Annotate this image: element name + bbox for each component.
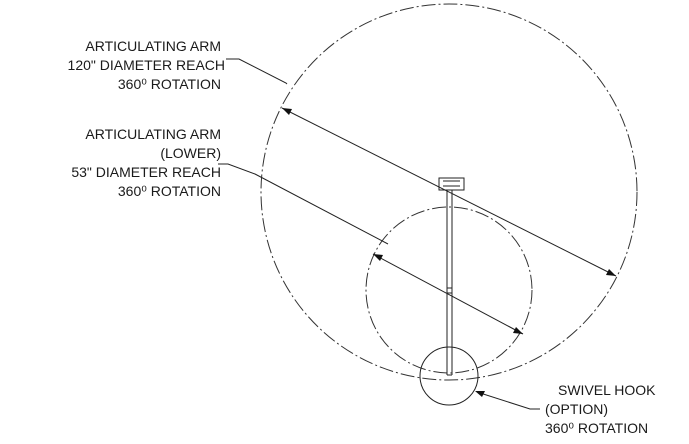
upper-arm-title: ARTICULATING ARM <box>85 38 221 54</box>
upper-arm-rotation: 360⁰ ROTATION <box>118 76 221 92</box>
arm-column <box>446 190 453 376</box>
swivel-hook-rotation: 360⁰ ROTATION <box>545 420 648 436</box>
upper-arm-reach-circle <box>260 3 638 381</box>
lower-arm-rotation: 360⁰ ROTATION <box>118 183 221 199</box>
lower-arm-leader <box>218 163 389 245</box>
lower-arm-callout: ARTICULATING ARM (LOWER) 53" DIAMETER RE… <box>71 126 221 199</box>
lower-arm-dimension <box>372 253 524 335</box>
lower-arm-reach-circle <box>365 206 533 374</box>
lower-arm-reach: 53" DIAMETER REACH <box>71 164 221 180</box>
ceiling-mount <box>438 177 465 191</box>
upper-arm-leader <box>226 58 288 85</box>
swivel-hook-circle <box>419 346 479 406</box>
swivel-hook-subtitle: (OPTION) <box>545 401 608 417</box>
lower-arm-title: ARTICULATING ARM <box>85 126 221 142</box>
upper-arm-callout: ARTICULATING ARM 120" DIAMETER REACH 360… <box>68 38 225 92</box>
upper-arm-reach: 120" DIAMETER REACH <box>68 57 225 73</box>
lower-arm-subtitle: (LOWER) <box>160 145 221 161</box>
swivel-hook-leader <box>475 391 540 410</box>
upper-arm-dimension <box>281 107 617 277</box>
swivel-hook-title: SWIVEL HOOK <box>558 382 656 398</box>
swivel-hook-callout: SWIVEL HOOK (OPTION) 360⁰ ROTATION <box>545 382 656 436</box>
